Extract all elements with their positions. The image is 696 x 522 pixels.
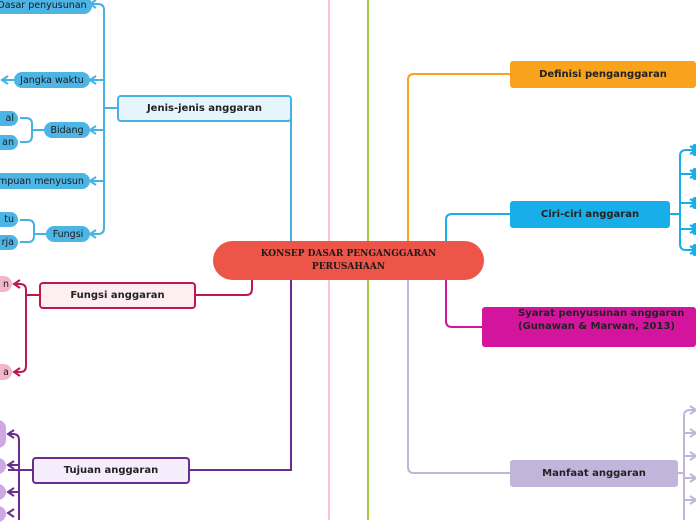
ciri-child-stub[interactable] (692, 168, 696, 180)
jenis-bidang-label: Bidang (50, 124, 84, 136)
connector-bidang-bracket (20, 117, 44, 143)
fungsi-anggaran-child-2[interactable]: a (0, 364, 12, 380)
connector-manfaat-bracket (676, 409, 696, 520)
connector-root-tujuan (190, 280, 292, 471)
connector-root-definisi (407, 73, 512, 241)
topic-tujuan-label: Tujuan anggaran (63, 465, 159, 476)
topic-ciri[interactable]: Ciri-ciri anggaran (510, 201, 670, 228)
topic-definisi[interactable]: Definisi penganggaran (510, 61, 696, 88)
connector-root-fungsi (196, 280, 253, 296)
jenis-jangka[interactable]: Jangka waktu (14, 72, 90, 88)
jenis-jangka-label: Jangka waktu (20, 74, 84, 86)
topic-fungsi-anggaran-label: Fungsi anggaran (70, 290, 165, 301)
ciri-child-stub[interactable] (692, 144, 696, 156)
arrowheads-jenis (88, 0, 97, 239)
connector-root-syarat (445, 280, 484, 328)
topic-ciri-label: Ciri-ciri anggaran (540, 209, 640, 220)
fungsi-child-1[interactable]: tu (0, 212, 18, 227)
ciri-child-stub[interactable] (692, 197, 696, 209)
topic-definisi-label: Definisi penganggaran (539, 69, 667, 80)
fungsi-anggaran-child-1[interactable]: n (0, 276, 12, 292)
topic-syarat-line2: (Gunawan & Marwan, 2013) (518, 321, 675, 332)
topic-tujuan[interactable]: Tujuan anggaran (32, 457, 190, 484)
arrowheads-tujuan (6, 429, 15, 518)
tujuan-child-stub[interactable] (0, 484, 6, 500)
jenis-dasar[interactable]: Dasar penyusunan (0, 0, 92, 14)
arrowheads-fungsi (12, 279, 21, 377)
jenis-fungsi-label: Fungsi (52, 228, 84, 240)
connector-fungsi-bracket (20, 219, 46, 243)
bidang-child-2[interactable]: an (0, 135, 18, 150)
fungsi-anggaran-child-2-label: a (3, 366, 9, 378)
connector-jenis-bracket (92, 3, 117, 235)
fungsi-child-2[interactable]: rja (0, 235, 18, 250)
jenis-dasar-label: Dasar penyusunan (0, 0, 87, 11)
ciri-child-stub[interactable] (692, 244, 696, 256)
topic-manfaat-label: Manfaat anggaran (542, 468, 646, 479)
fungsi-anggaran-child-1-label: n (2, 278, 9, 290)
fungsi-child-1-label: tu (4, 214, 14, 225)
jenis-kemampuan[interactable]: mpuan menyusun (0, 173, 90, 189)
jenis-fungsi[interactable]: Fungsi (46, 226, 90, 242)
topic-manfaat[interactable]: Manfaat anggaran (510, 460, 678, 487)
bidang-child-1[interactable]: al (0, 111, 18, 126)
bidang-child-2-label: an (2, 137, 14, 148)
ciri-child-stub[interactable] (692, 223, 696, 235)
topic-jenis-label: Jenis-jenis anggaran (146, 103, 263, 114)
root-title-line1: KONSEP DASAR PENGANGGARAN (260, 248, 437, 259)
topic-syarat[interactable]: Syarat penyusunan anggaran (Gunawan & Ma… (482, 307, 696, 347)
connector-fungsi-bracket (14, 283, 39, 373)
connector-ciri-bracket (668, 149, 696, 251)
connector-jangka (0, 75, 14, 85)
connector-root-ciri (445, 213, 512, 241)
fungsi-child-2-label: rja (1, 237, 14, 248)
connector-jenis-items (92, 79, 104, 182)
tujuan-child-stub[interactable] (0, 420, 6, 448)
tujuan-child-stub[interactable] (0, 458, 6, 474)
root-topic[interactable]: KONSEP DASAR PENGANGGARAN PERUSAHAAN (213, 241, 484, 280)
jenis-kemampuan-label: mpuan menyusun (0, 175, 84, 187)
connector-tujuan-bracket (8, 433, 32, 520)
topic-syarat-line1: Syarat penyusunan anggaran (518, 308, 685, 319)
root-title-line2: PERUSAHAAN (311, 261, 386, 272)
connector-root-manfaat (407, 280, 512, 474)
bidang-child-1-label: al (5, 113, 14, 124)
topic-fungsi-anggaran[interactable]: Fungsi anggaran (39, 282, 196, 309)
topic-jenis[interactable]: Jenis-jenis anggaran (117, 95, 292, 122)
jenis-bidang[interactable]: Bidang (44, 122, 90, 138)
tujuan-child-stub[interactable] (0, 506, 6, 522)
